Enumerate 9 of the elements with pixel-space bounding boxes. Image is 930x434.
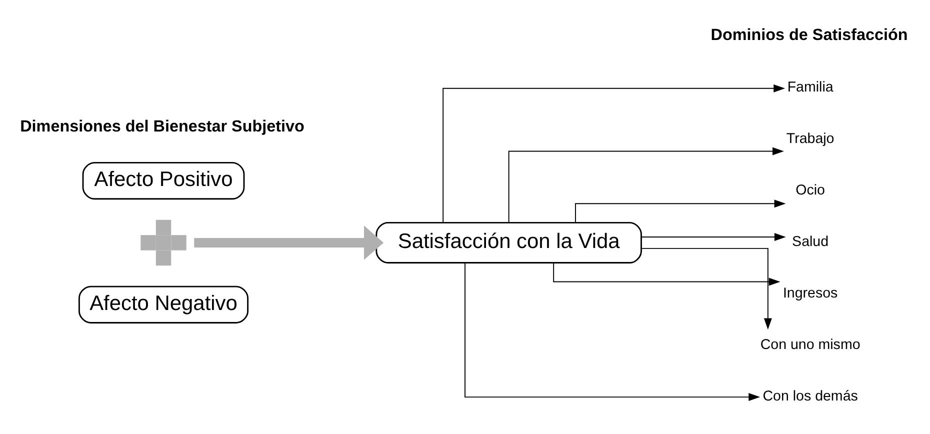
label: Dominios de Satisfacción (710, 26, 908, 44)
node-text: Con uno mismo (760, 336, 860, 353)
node-text: Ingresos (782, 285, 838, 302)
label: Dimensiones del Bienestar Subjetivo (20, 117, 304, 136)
node-text: Salud (792, 234, 829, 250)
node-text: Trabajo (786, 131, 834, 148)
node-text: Familia (787, 80, 834, 96)
node-text: Con los demás (762, 388, 858, 404)
node-text: Ocio (796, 182, 825, 199)
